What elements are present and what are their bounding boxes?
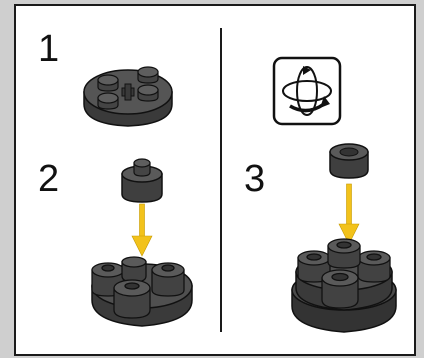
step1-round-plate [83, 66, 173, 127]
step2-round-brick [121, 158, 163, 203]
step-number-2: 2 [38, 158, 60, 200]
step-number-1: 1 [38, 28, 60, 70]
step3-down-arrow [338, 183, 360, 245]
step3-stacked-assembly [291, 238, 397, 333]
step3-round-brick [329, 143, 369, 179]
step-number-3: 3 [244, 158, 266, 200]
step-divider [220, 28, 222, 332]
step2-down-arrow [131, 203, 153, 257]
step2-base-assembly [91, 256, 193, 327]
rotate-model-icon [272, 56, 342, 126]
